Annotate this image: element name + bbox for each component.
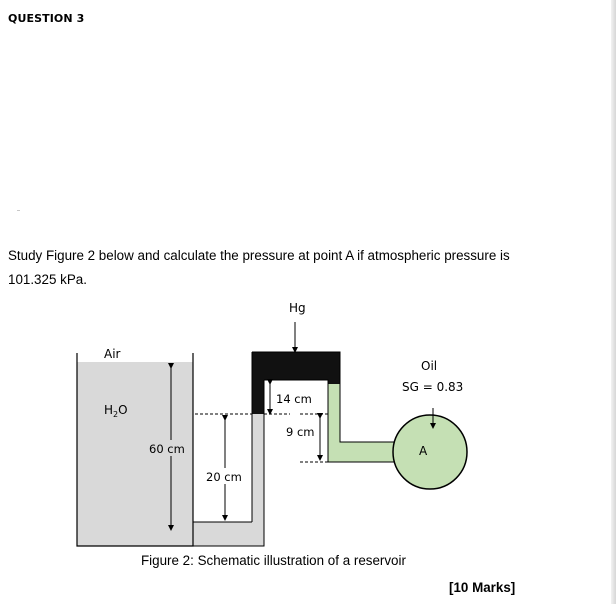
question-prompt: Study Figure 2 below and calculate the p…: [8, 244, 598, 292]
reservoir-outline: [76, 353, 194, 547]
prompt-line-2: 101.325 kPa.: [8, 272, 87, 287]
prompt-line-1: Study Figure 2 below and calculate the p…: [8, 248, 510, 263]
label-sg: SG = 0.83: [402, 380, 463, 394]
label-hg: Hg: [289, 301, 306, 315]
question-title: QUESTION 3: [8, 12, 85, 25]
figure-caption: Figure 2: Schematic illustration of a re…: [141, 553, 406, 568]
oil-horizontal-tube: [328, 442, 401, 462]
label-9cm: 9 cm: [286, 425, 315, 439]
mercury-left-leg: [252, 352, 264, 414]
label-oil: Oil: [421, 359, 437, 373]
stray-mark: [17, 210, 20, 211]
label-h2o: H2O: [104, 403, 128, 419]
label-20cm: 20 cm: [206, 470, 242, 484]
label-14cm: 14 cm: [276, 392, 312, 406]
label-air: Air: [104, 347, 121, 361]
left-tube-water: [252, 414, 264, 546]
label-point-a: A: [419, 444, 428, 458]
mercury-cap: [252, 352, 340, 380]
mercury-right-leg: [328, 352, 340, 384]
oil-tank: [392, 414, 468, 490]
marks-label: [10 Marks]: [449, 580, 516, 595]
oil-right-leg: [328, 384, 340, 454]
reservoir-manometer-figure: Hg Air H2O 60 cm 20 cm 14 cm 9 cm Oil SG…: [76, 301, 468, 547]
page-edge-shadow: [611, 0, 616, 604]
label-60cm: 60 cm: [149, 442, 185, 456]
